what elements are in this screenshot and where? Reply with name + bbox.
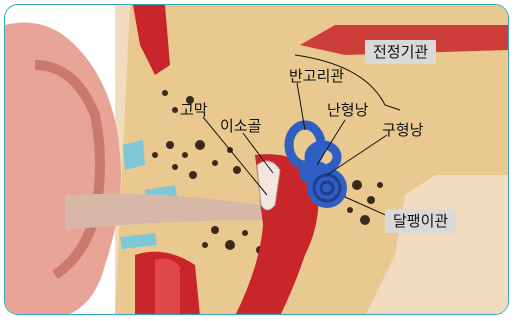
- label-cochlea: 달팽이관: [385, 209, 456, 233]
- label-vestibular: 전정기관: [365, 40, 436, 64]
- cartilage: [123, 140, 145, 170]
- label-eardrum: 고막: [180, 101, 208, 119]
- label-semicircular: 반고리관: [289, 67, 344, 85]
- diagram-frame: 전정기관 반고리관 고막 난형낭 이소골 구형낭 달팽이관: [4, 4, 509, 315]
- label-saccule: 난형낭: [327, 101, 368, 119]
- cochlea: [307, 168, 347, 208]
- label-utricle: 구형낭: [382, 121, 423, 139]
- label-ossicles: 이소골: [220, 117, 261, 135]
- lower-vessel-highlight: [155, 259, 180, 315]
